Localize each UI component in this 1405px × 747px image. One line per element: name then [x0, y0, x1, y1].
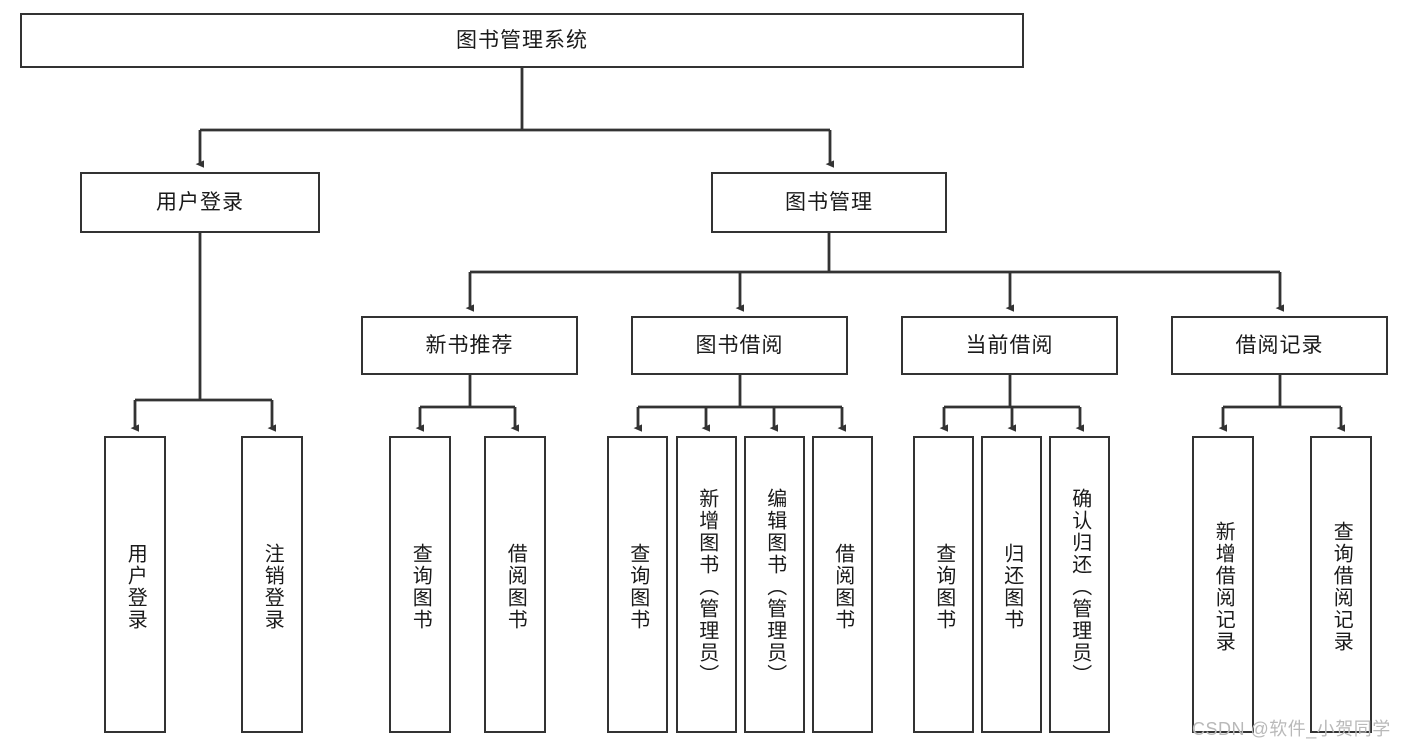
leaf-records-query-record-label: 查询借阅记录 — [1330, 520, 1353, 653]
leaf-borrow-add-book-admin-label: 新增图书（管理员） — [695, 487, 718, 686]
leaf-borrow-edit-book-admin-label: 编辑图书（管理员） — [763, 487, 786, 686]
node-book-borrow[interactable]: 图书借阅 — [631, 316, 848, 375]
leaf-current-return-book-label: 归还图书 — [1000, 542, 1023, 631]
leaf-newbook-query-book-label: 查询图书 — [409, 542, 432, 631]
node-new-book-recommend[interactable]: 新书推荐 — [361, 316, 578, 375]
leaf-user-login-label: 用户登录 — [124, 542, 147, 631]
leaf-borrow-lend-book[interactable]: 借阅图书 — [812, 436, 873, 733]
node-book-management[interactable]: 图书管理 — [711, 172, 947, 233]
node-root-label: 图书管理系统 — [456, 28, 588, 52]
node-new-book-recommend-label: 新书推荐 — [425, 333, 514, 357]
leaf-borrow-add-book-admin[interactable]: 新增图书（管理员） — [676, 436, 737, 733]
leaf-newbook-borrow-book[interactable]: 借阅图书 — [484, 436, 546, 733]
leaf-newbook-borrow-book-label: 借阅图书 — [504, 542, 527, 631]
watermark-text: CSDN @软件_小贺同学 — [1192, 719, 1391, 739]
node-book-management-label: 图书管理 — [785, 190, 873, 214]
leaf-current-return-book[interactable]: 归还图书 — [981, 436, 1042, 733]
node-book-borrow-label: 图书借阅 — [695, 333, 784, 357]
leaf-user-logout-label: 注销登录 — [261, 542, 284, 631]
leaf-current-query-book[interactable]: 查询图书 — [913, 436, 974, 733]
node-borrow-records-label: 借阅记录 — [1235, 333, 1324, 357]
node-current-borrow[interactable]: 当前借阅 — [901, 316, 1118, 375]
leaf-current-query-book-label: 查询图书 — [932, 542, 955, 631]
node-root[interactable]: 图书管理系统 — [20, 13, 1024, 68]
leaf-records-add-record-label: 新增借阅记录 — [1212, 520, 1235, 653]
node-borrow-records[interactable]: 借阅记录 — [1171, 316, 1388, 375]
node-user-login[interactable]: 用户登录 — [80, 172, 320, 233]
node-user-login-label: 用户登录 — [156, 190, 244, 214]
leaf-borrow-query-book[interactable]: 查询图书 — [607, 436, 668, 733]
leaf-borrow-lend-book-label: 借阅图书 — [831, 542, 854, 631]
leaf-current-confirm-return-admin[interactable]: 确认归还（管理员） — [1049, 436, 1110, 733]
leaf-borrow-query-book-label: 查询图书 — [626, 542, 649, 631]
leaf-borrow-edit-book-admin[interactable]: 编辑图书（管理员） — [744, 436, 805, 733]
leaf-user-login[interactable]: 用户登录 — [104, 436, 166, 733]
node-current-borrow-label: 当前借阅 — [965, 333, 1054, 357]
leaf-records-add-record[interactable]: 新增借阅记录 — [1192, 436, 1254, 733]
leaf-newbook-query-book[interactable]: 查询图书 — [389, 436, 451, 733]
leaf-records-query-record[interactable]: 查询借阅记录 — [1310, 436, 1372, 733]
leaf-user-logout[interactable]: 注销登录 — [241, 436, 303, 733]
leaf-current-confirm-return-admin-label: 确认归还（管理员） — [1068, 487, 1091, 686]
